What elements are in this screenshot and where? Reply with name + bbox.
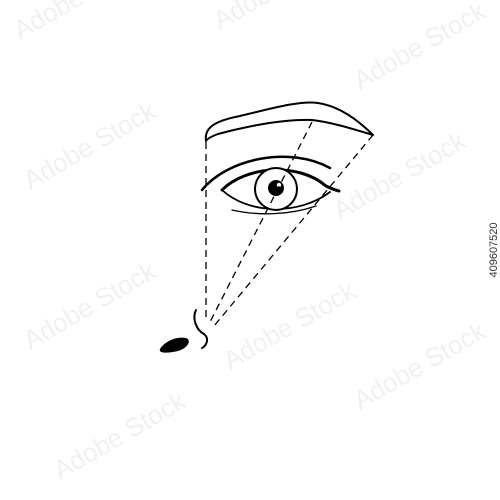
svg-text:Adobe Stock: Adobe Stock <box>18 95 162 195</box>
svg-text:Adobe Stock: Adobe Stock <box>348 315 492 415</box>
eye-highlight <box>276 182 282 188</box>
guide-lines <box>205 121 374 327</box>
nose-wing <box>193 309 209 349</box>
svg-text:Adobe Stock: Adobe Stock <box>48 385 192 485</box>
guide-line-through-iris <box>209 121 313 323</box>
svg-text:Adobe Stock: Adobe Stock <box>218 275 362 375</box>
guide-line-outer-corner <box>213 134 374 327</box>
pupil <box>268 180 284 196</box>
svg-text:Adobe Stock: Adobe Stock <box>348 0 492 95</box>
stock-image-id: 409607520 <box>488 222 500 278</box>
upper-lash-line <box>220 168 341 193</box>
eyelid-crease <box>200 155 332 192</box>
lower-lid-crease <box>231 205 317 215</box>
svg-text:Adobe Stock: Adobe Stock <box>18 255 162 355</box>
svg-text:Adobe Stock: Adobe Stock <box>208 0 352 35</box>
eyebrow-shape <box>204 101 374 142</box>
svg-text:Adobe Stock: Adobe Stock <box>8 0 152 45</box>
nostril <box>159 337 189 353</box>
svg-text:Adobe Stock: Adobe Stock <box>328 125 472 225</box>
